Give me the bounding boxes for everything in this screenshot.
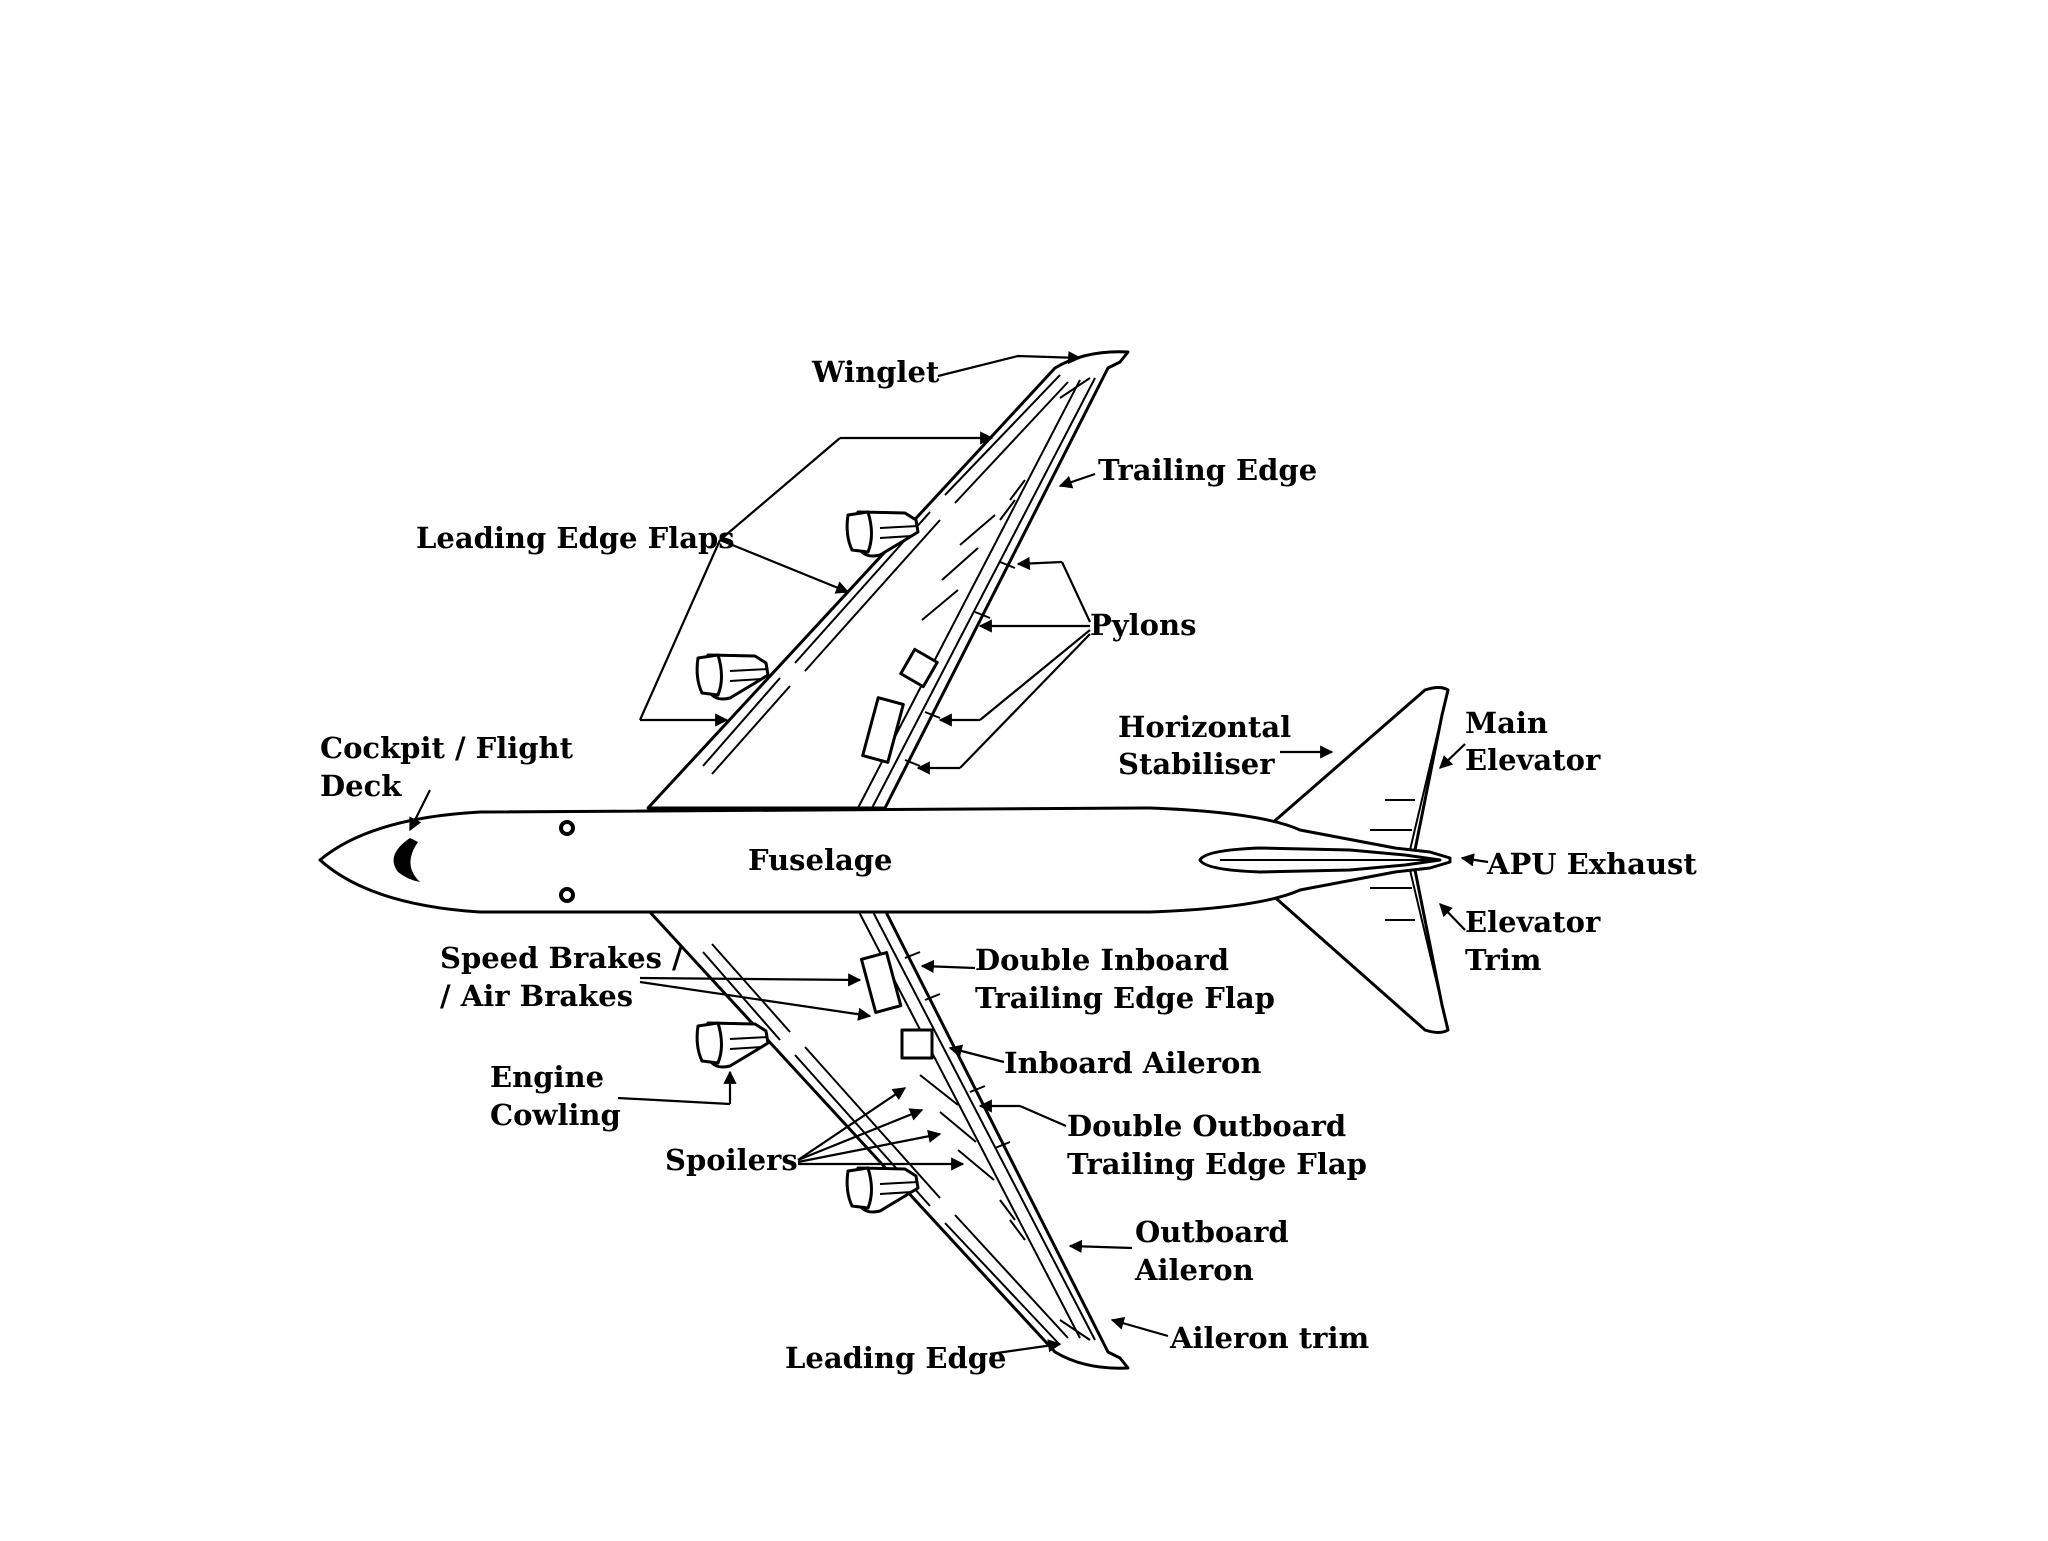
lower-wing: [646, 908, 1130, 1370]
label-cockpit-2: Deck: [320, 769, 402, 803]
label-speed-brakes-2: / Air Brakes: [440, 979, 633, 1013]
label-double-inboard-flap-1: Double Inboard: [975, 943, 1229, 977]
fuselage: [318, 806, 1452, 914]
label-spoilers: Spoilers: [665, 1143, 798, 1177]
label-aileron-trim: Aileron trim: [1169, 1321, 1369, 1355]
upper-engine-inner: [695, 653, 770, 701]
label-winglet: Winglet: [811, 355, 940, 389]
horizontal-stabiliser-upper: [1268, 686, 1450, 860]
label-outboard-aileron-1: Outboard: [1135, 1215, 1289, 1249]
label-pylons: Pylons: [1090, 608, 1196, 642]
label-engine-cowling-2: Cowling: [490, 1098, 621, 1132]
label-leading-edge-flaps: Leading Edge Flaps: [416, 521, 735, 555]
label-main-elevator-1: Main: [1465, 706, 1548, 740]
label-outboard-aileron-2: Aileron: [1134, 1253, 1254, 1287]
label-engine-cowling-1: Engine: [490, 1060, 604, 1094]
label-double-inboard-flap-2: Trailing Edge Flap: [975, 981, 1275, 1015]
label-elevator-trim-1: Elevator: [1465, 905, 1601, 939]
label-inboard-aileron: Inboard Aileron: [1004, 1046, 1261, 1080]
label-double-outboard-flap-2: Trailing Edge Flap: [1067, 1147, 1367, 1181]
upper-wing: [646, 350, 1130, 810]
label-leading-edge: Leading Edge: [785, 1341, 1007, 1375]
label-apu-exhaust: APU Exhaust: [1486, 847, 1697, 881]
label-horizontal-stabiliser-2: Stabiliser: [1118, 747, 1275, 781]
lower-engine-inner: [695, 1021, 770, 1069]
label-fuselage: Fuselage: [748, 843, 892, 877]
upper-engine-outer: [845, 510, 920, 558]
aircraft-drawing: [318, 350, 1452, 1370]
label-main-elevator-2: Elevator: [1465, 743, 1601, 777]
label-elevator-trim-2: Trim: [1465, 943, 1542, 977]
label-double-outboard-flap-1: Double Outboard: [1067, 1109, 1346, 1143]
labels: Winglet Trailing Edge Leading Edge Flaps…: [320, 355, 1697, 1375]
horizontal-stabiliser-lower: [1268, 860, 1450, 1034]
lower-engine-outer: [845, 1166, 920, 1214]
leader-lines: [409, 351, 1489, 1356]
label-horizontal-stabiliser-1: Horizontal: [1118, 710, 1291, 744]
label-speed-brakes-1: Speed Brakes /: [440, 941, 683, 975]
label-trailing-edge: Trailing Edge: [1098, 453, 1317, 487]
label-cockpit-1: Cockpit / Flight: [320, 731, 574, 765]
